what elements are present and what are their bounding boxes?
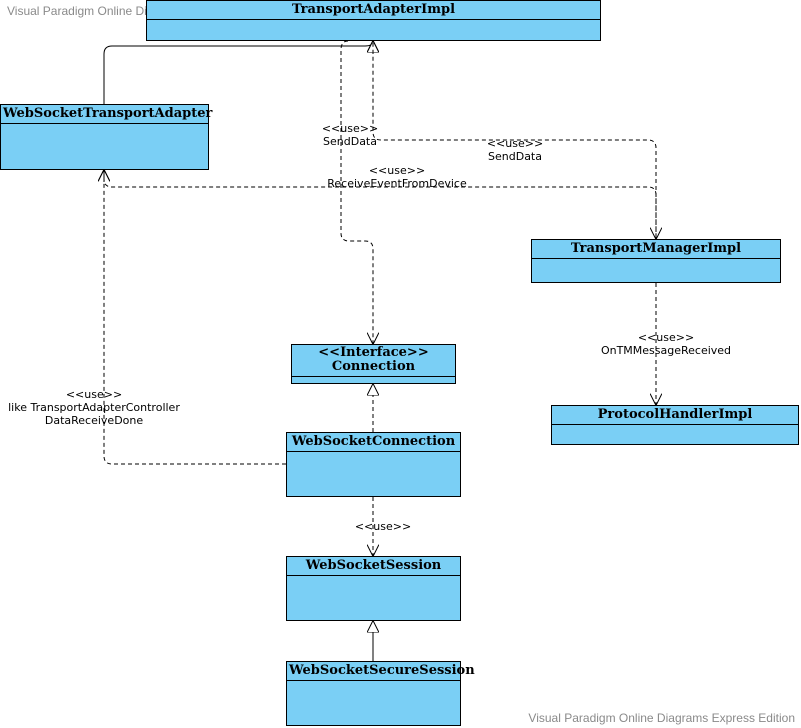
label-stereotype: <<use>> <box>65 388 123 401</box>
class-stereotype: <<Interface>> <box>318 345 429 360</box>
class-websocket-secure-session[interactable]: WebSocketSecureSession <box>286 661 475 726</box>
class-transport-adapter-impl[interactable]: TransportAdapterImpl <box>146 0 601 41</box>
edge-tai-uses-connection <box>340 40 373 344</box>
class-transport-manager-impl[interactable]: TransportManagerImpl <box>531 239 781 283</box>
watermark-bottom: Visual Paradigm Online Diagrams Express … <box>528 711 795 725</box>
label-stereotype: <<use>> <box>354 520 412 533</box>
label-text: SendData <box>488 150 542 163</box>
label-line1: like TransportAdapterController <box>8 401 180 414</box>
label-line2: DataReceiveDone <box>44 414 144 427</box>
label-stereotype: <<use>> <box>486 137 544 150</box>
class-name: WebSocketConnection <box>287 433 460 452</box>
class-name: TransportManagerImpl <box>532 240 780 259</box>
class-name: WebSocketSession <box>287 557 460 576</box>
label-text: OnTMMessageReceived <box>600 344 732 357</box>
class-name-block: <<Interface>> Connection <box>292 345 455 377</box>
label-use-session: <<use>> <box>349 520 417 533</box>
class-name: Connection <box>331 359 416 374</box>
label-text: ReceiveEventFromDevice <box>327 177 467 190</box>
class-name: WebSocketSecureSession <box>287 662 475 681</box>
edge-tmi-uses-tai-senddata <box>373 41 657 239</box>
label-use-on-tm-message: <<use>> OnTMMessageReceived <box>594 331 738 357</box>
class-websocket-transport-adapter[interactable]: WebSocketTransportAdapter <box>0 104 212 170</box>
label-stereotype: <<use>> <box>368 164 426 177</box>
label-use-like-controller: <<use>> like TransportAdapterController … <box>0 388 188 427</box>
class-websocket-connection[interactable]: WebSocketConnection <box>286 432 461 497</box>
label-text: SendData <box>323 135 377 148</box>
class-name: ProtocolHandlerImpl <box>552 406 798 425</box>
edge-wsta-generalizes-tai <box>103 40 374 104</box>
label-stereotype: <<use>> <box>321 122 379 135</box>
class-connection-interface[interactable]: <<Interface>> Connection <box>291 344 456 384</box>
edge-wsta-uses-tmi-receive <box>103 170 656 239</box>
class-name: TransportAdapterImpl <box>147 1 600 20</box>
label-use-receive-event: <<use>> ReceiveEventFromDevice <box>322 164 472 190</box>
class-name: WebSocketTransportAdapter <box>1 105 212 124</box>
label-use-senddata-left: <<use>> SendData <box>318 122 382 148</box>
label-use-senddata-right: <<use>> SendData <box>482 137 548 163</box>
label-stereotype: <<use>> <box>637 331 695 344</box>
class-websocket-session[interactable]: WebSocketSession <box>286 556 461 621</box>
class-protocol-handler-impl[interactable]: ProtocolHandlerImpl <box>551 405 799 445</box>
